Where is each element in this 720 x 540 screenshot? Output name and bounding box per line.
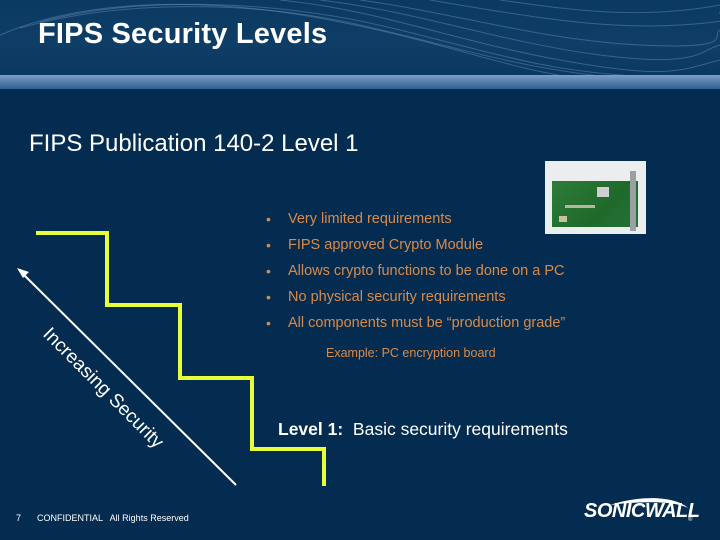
confidential-notice: CONFIDENTIAL All Rights Reserved xyxy=(37,513,189,523)
bullet-item: •FIPS approved Crypto Module xyxy=(266,232,565,258)
header-band xyxy=(0,75,720,89)
logo-swoosh-icon xyxy=(610,498,688,508)
bullet-list: •Very limited requirements •FIPS approve… xyxy=(266,206,565,336)
bullet-item: •All components must be “production grad… xyxy=(266,310,565,336)
bullet-item: •Very limited requirements xyxy=(266,206,565,232)
sonicwall-logo: SONICWALL xyxy=(584,500,700,522)
wave-decoration-icon xyxy=(0,0,720,75)
bullet-icon: • xyxy=(266,289,271,305)
chip-icon xyxy=(559,216,567,222)
bullet-icon: • xyxy=(266,211,271,227)
bullet-item: •No physical security requirements xyxy=(266,284,565,310)
bullet-item: •Allows crypto functions to be done on a… xyxy=(266,258,565,284)
level-label: Level 1: xyxy=(278,419,344,439)
staircase-line xyxy=(36,231,326,486)
bullet-icon: • xyxy=(266,263,271,279)
level-description: Basic security requirements xyxy=(352,419,568,439)
pc-encryption-board-image xyxy=(545,161,646,234)
chip-icon xyxy=(565,205,595,208)
bullet-icon: • xyxy=(266,237,271,253)
header-banner xyxy=(0,0,720,75)
increasing-security-label: Increasing Security xyxy=(38,324,167,453)
level-summary: Level 1: Basic security requirements xyxy=(278,419,568,440)
slide-subtitle: FIPS Publication 140-2 Level 1 xyxy=(29,130,359,157)
slide-title: FIPS Security Levels xyxy=(38,18,328,50)
registered-mark: ® xyxy=(688,517,693,523)
increasing-arrow-line xyxy=(21,272,237,486)
board-bracket-icon xyxy=(630,171,636,231)
chip-icon xyxy=(597,187,609,197)
bullet-icon: • xyxy=(266,315,271,331)
example-text: Example: PC encryption board xyxy=(326,346,496,360)
arrow-head-icon xyxy=(17,268,29,278)
page-number: 7 xyxy=(16,513,22,523)
